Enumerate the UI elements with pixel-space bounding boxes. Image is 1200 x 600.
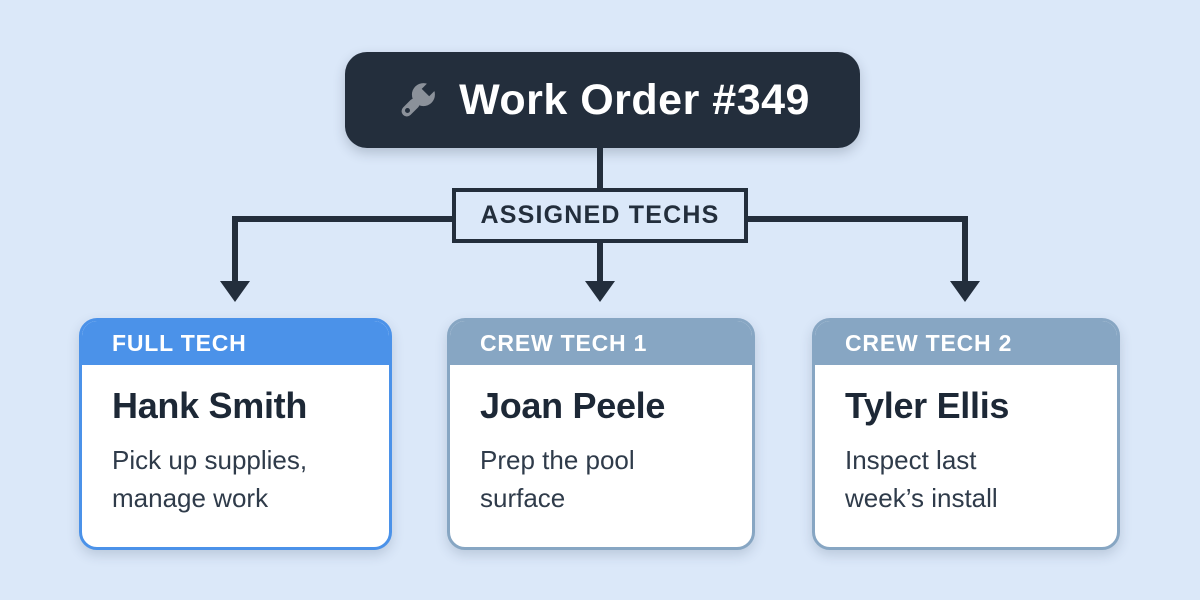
role-label: CREW TECH 2 <box>845 329 1013 356</box>
connector-center-vertical <box>597 243 603 282</box>
assigned-techs-label: ASSIGNED TECHS <box>480 201 720 229</box>
card-header: CREW TECH 2 <box>815 321 1117 365</box>
card-body: Joan Peele Prep the pool surface <box>450 365 752 517</box>
arrow-down-icon <box>585 281 615 302</box>
task-text: Inspect last <box>845 445 977 475</box>
task-text: Pick up supplies, <box>112 445 308 475</box>
role-label: FULL TECH <box>112 329 247 356</box>
connector-left-horizontal <box>232 216 452 222</box>
tech-card-full-tech: FULL TECH Hank Smith Pick up supplies, m… <box>79 318 392 550</box>
task-text: manage work <box>112 483 269 513</box>
task-text: week’s install <box>845 483 998 513</box>
card-body: Tyler Ellis Inspect last week’s install <box>815 365 1117 517</box>
tech-card-crew-tech-2: CREW TECH 2 Tyler Ellis Inspect last wee… <box>812 318 1120 550</box>
connector-right-horizontal <box>748 216 965 222</box>
task-text: Prep the pool <box>480 445 635 475</box>
task-text: surface <box>480 483 566 513</box>
arrow-down-icon <box>220 281 250 302</box>
arrow-down-icon <box>950 281 980 302</box>
connector-left-vertical <box>232 216 238 282</box>
connector-root-stem <box>597 148 603 190</box>
assigned-techs-box: ASSIGNED TECHS <box>452 188 748 243</box>
card-header: FULL TECH <box>82 321 389 365</box>
work-order-title: Work Order #349 <box>459 75 810 124</box>
tech-name: Hank Smith <box>112 385 308 426</box>
work-order-node: Work Order #349 <box>345 52 860 148</box>
tech-name: Tyler Ellis <box>845 385 1010 426</box>
wrench-icon <box>401 78 440 117</box>
tech-name: Joan Peele <box>480 385 666 426</box>
card-body: Hank Smith Pick up supplies, manage work <box>82 365 389 517</box>
card-header: CREW TECH 1 <box>450 321 752 365</box>
role-label: CREW TECH 1 <box>480 329 648 356</box>
tech-card-crew-tech-1: CREW TECH 1 Joan Peele Prep the pool sur… <box>447 318 755 550</box>
connector-right-vertical <box>962 216 968 282</box>
